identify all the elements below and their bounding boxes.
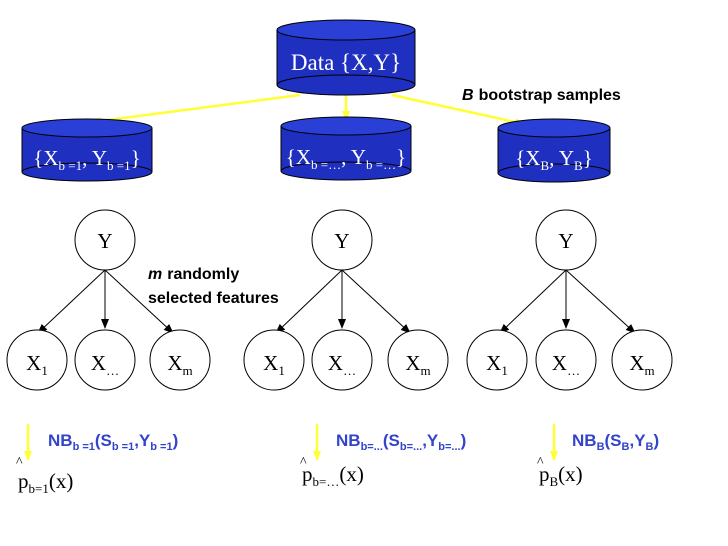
leaf-node-1-1 <box>6 329 68 391</box>
sample-label-3: {XB, YB} <box>515 146 593 173</box>
leaf-node-3-3 <box>611 329 673 391</box>
tree-root-3 <box>535 209 597 271</box>
sample-cylinder-3: {XB, YB} <box>497 118 611 183</box>
bootstrap-arrow-1 <box>91 93 301 125</box>
bootstrap-arrows <box>91 93 525 126</box>
sample-cylinder-1: {Xb =1, Yb =1} <box>21 118 153 182</box>
feature-line1: randomly <box>167 266 239 283</box>
sample-column-1: {Xb =1, Yb =1} Y X1 X… Xm NBb =1(Sb =1,Y… <box>6 118 211 496</box>
data-cylinder: Data {X,Y} <box>276 19 416 96</box>
leaf-node-2-3 <box>387 329 449 391</box>
prob-hat-2: ^ <box>300 455 307 470</box>
prob-label-2: pb=…(x) <box>302 462 364 489</box>
tree-root-1 <box>74 209 136 271</box>
bootstrap-arrow-3 <box>391 93 525 126</box>
leaf-label-2-2: X… <box>328 351 356 378</box>
feature-note-line2: selected features <box>148 290 279 307</box>
leaf-node-2-1 <box>243 329 305 391</box>
leaf-label-2-1: X1 <box>263 351 285 378</box>
sample-label-1: {Xb =1, Yb =1} <box>33 146 140 173</box>
data-label: Data {X,Y} <box>291 50 401 75</box>
leaf-node-3-2 <box>535 329 597 391</box>
prob-hat-1: ^ <box>16 455 23 470</box>
bootstrap-text: bootstrap samples <box>479 87 621 104</box>
root-label-1: Y <box>97 229 112 253</box>
prob-hat-3: ^ <box>537 455 544 470</box>
sample-label-2: {Xb =…, Yb =…} <box>286 145 406 172</box>
prob-label-3: pB(x) <box>539 462 583 489</box>
prob-label-1: pb=1(x) <box>18 469 73 496</box>
leaf-label-2-3: Xm <box>405 351 430 378</box>
tree-root-2 <box>311 209 373 271</box>
model-label-2: NBb=...(Sb=...,Yb=...) <box>336 431 466 453</box>
bootstrap-var: B <box>462 87 474 104</box>
leaf-node-1-2 <box>74 329 136 391</box>
model-label-1: NBb =1(Sb =1,Yb =1) <box>48 431 178 453</box>
sample-column-3: {XB, YB} Y X1 X… Xm NBB(SB,YB) ^ pB(x) <box>466 118 673 489</box>
leaf-label-1-1: X1 <box>26 351 48 378</box>
leaf-label-3-1: X1 <box>486 351 508 378</box>
leaf-label-1-2: X… <box>91 351 119 378</box>
leaf-node-1-3 <box>149 329 211 391</box>
model-label-3: NBB(SB,YB) <box>572 431 659 453</box>
leaf-label-1-3: Xm <box>167 351 192 378</box>
leaf-node-2-2 <box>311 329 373 391</box>
sample-column-2: {Xb =…, Yb =…} Y X1 X… Xm NBb=...(Sb=...… <box>243 116 466 489</box>
feature-var: m <box>148 266 162 283</box>
sample-cylinder-2: {Xb =…, Yb =…} <box>280 116 412 181</box>
root-label-3: Y <box>558 229 573 253</box>
root-label-2: Y <box>334 229 349 253</box>
leaf-node-3-1 <box>466 329 528 391</box>
feature-note-line1: m randomly <box>148 266 239 283</box>
leaf-label-3-3: Xm <box>629 351 654 378</box>
leaf-label-3-2: X… <box>552 351 580 378</box>
